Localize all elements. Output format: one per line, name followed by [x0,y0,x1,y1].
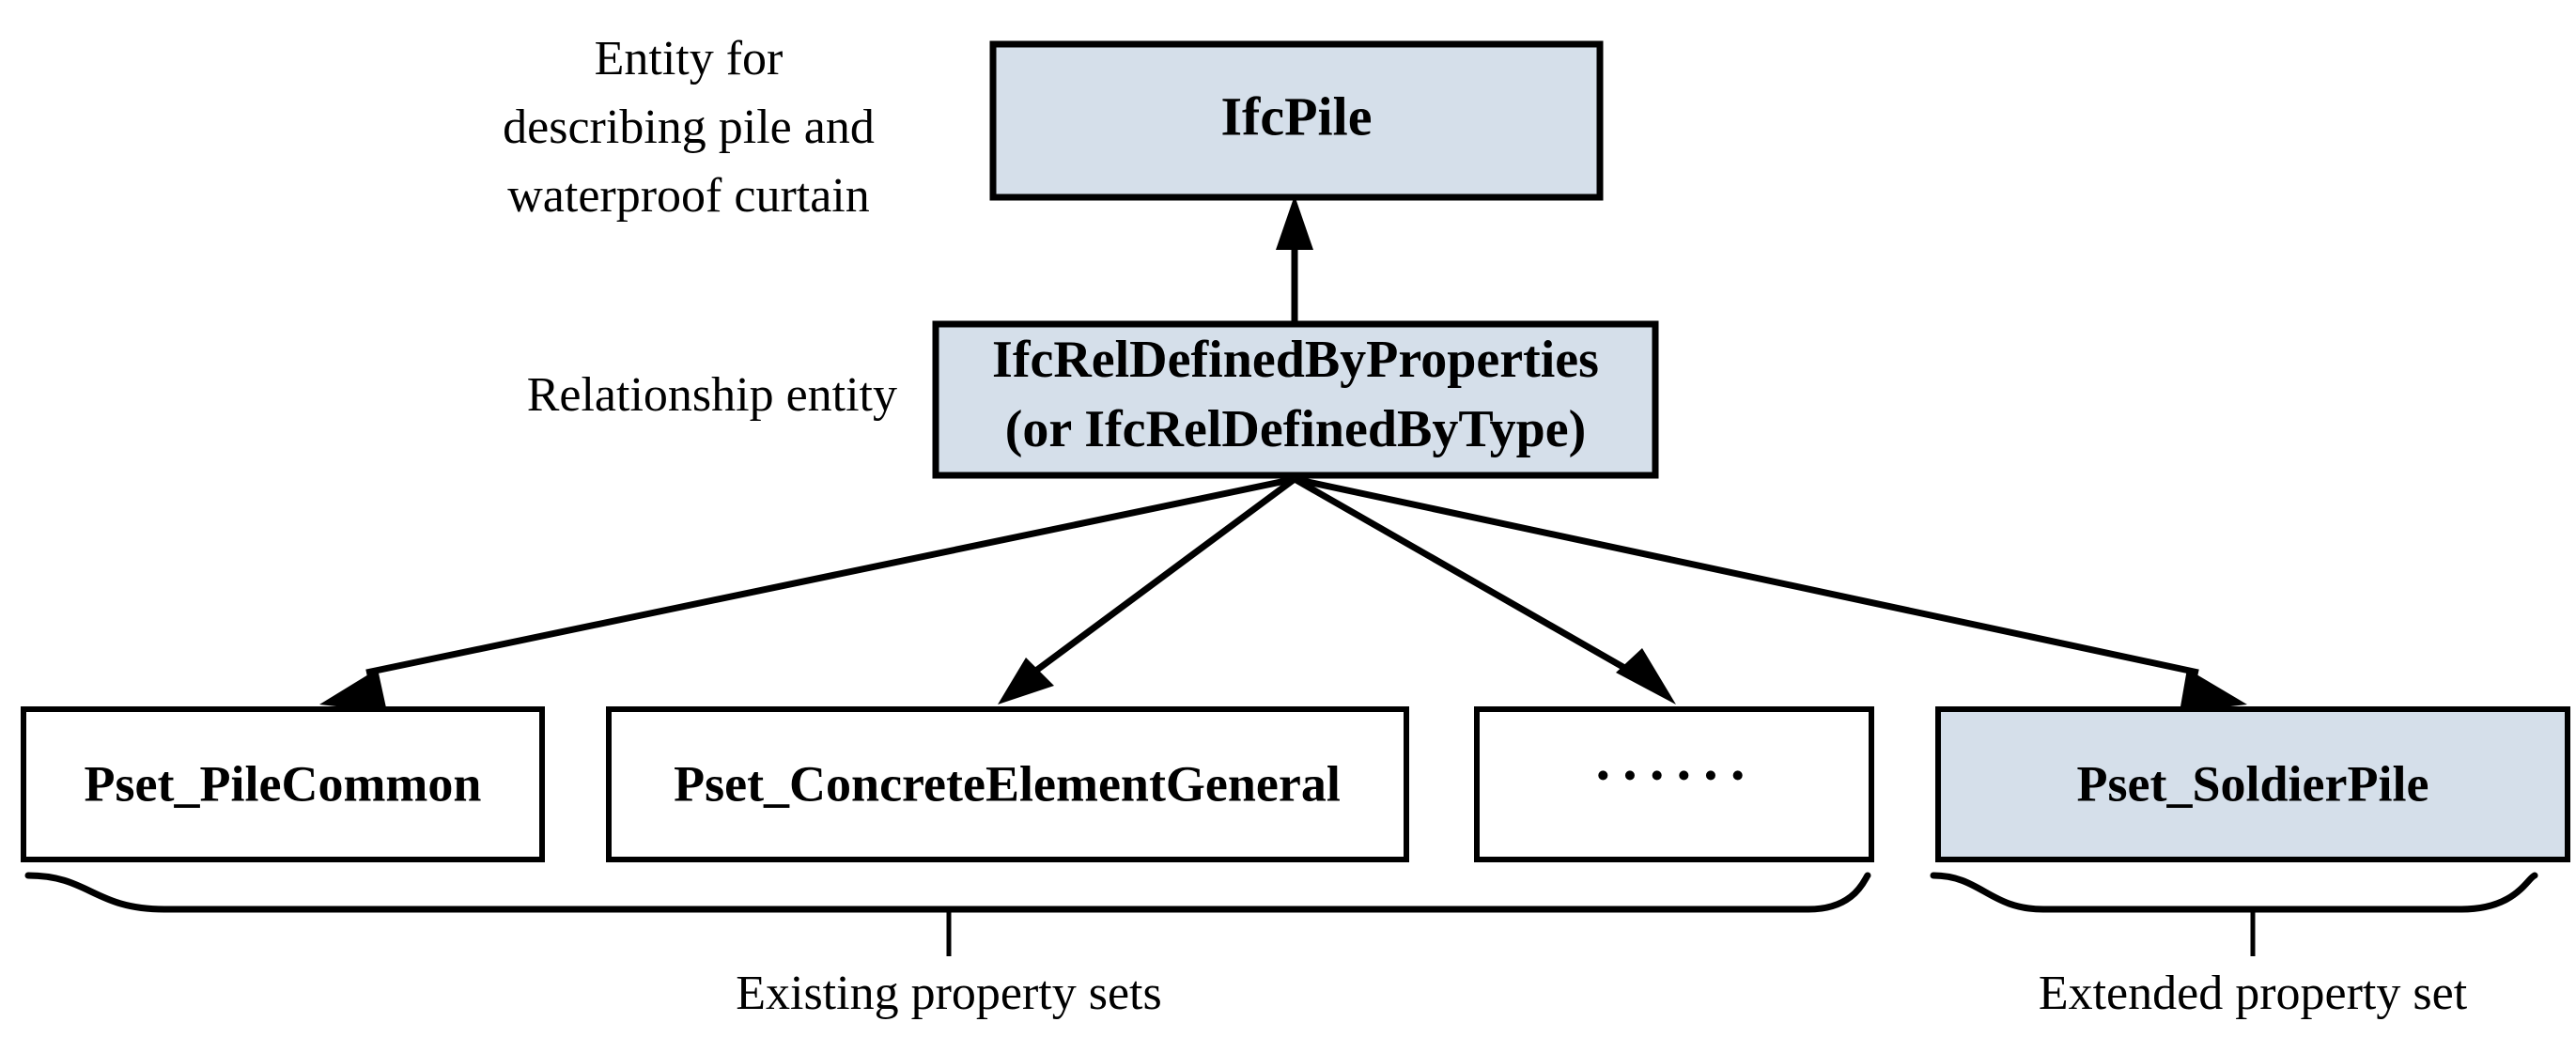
brace-existing-property-sets: Existing property sets [24,872,1871,1020]
node-pset-pile-common-label: Pset_PileCommon [85,755,482,812]
arrow-rel-to-pset-soldier-pile-shaft [1294,475,2199,676]
node-pset-soldier-pile: Pset_SoldierPile [1935,706,2570,862]
arrow-rel-to-pset-pile-common [319,475,1296,712]
node-pset-concrete-element-general: Pset_ConcreteElementGeneral [606,706,1409,862]
arrow-rel-to-pset-pile-common-head [319,669,387,712]
node-ifc-rel-defined-by-properties-label-line-1: IfcRelDefinedByProperties [992,331,1599,389]
arrow-rel-to-pset-concrete-element-general-shaft [1031,476,1297,675]
node-pset-soldier-pile-label: Pset_SoldierPile [2077,755,2429,812]
annotation-entity-note-line-1: Entity for [595,32,784,85]
node-pset-ellipsis-box [1474,706,1874,862]
node-pset-pile-common-box [21,706,545,862]
node-ifc-pile-box [989,40,1604,201]
arrow-rel-to-pset-soldier-pile [1294,475,2247,712]
node-pset-pile-common: Pset_PileCommon [21,706,545,862]
node-ifc-pile: IfcPile [989,40,1604,201]
node-pset-ellipsis: ······ [1474,706,1874,862]
annotation-relationship-note: Relationship entity [527,368,897,422]
annotation-entity-note-line-2: describing pile and [503,101,875,154]
brace-extended-property-set-curve [1930,872,2538,913]
arrow-rel-to-pset-ellipsis-shaft [1293,475,1635,676]
annotation-entity-note: Entity for describing pile and waterproo… [503,32,875,223]
brace-existing-property-sets-curve [24,872,1871,913]
arrow-rel-to-pset-soldier-pile-head [2180,669,2247,712]
node-pset-ellipsis-label: ······ [1593,744,1755,808]
annotation-entity-note-line-3: waterproof curtain [507,169,869,223]
brace-extended-property-set: Extended property set [1930,872,2538,1020]
node-ifc-rel-defined-by-properties-label-line-2: (or IfcRelDefinedByType) [1005,400,1587,458]
node-ifc-rel-defined-by-properties-box [932,320,1659,479]
annotation-relationship-note-line-1: Relationship entity [527,368,897,422]
arrow-rel-to-ifcpile [1276,195,1313,321]
node-pset-concrete-element-general-box [606,706,1409,862]
arrow-rel-to-ifcpile-head [1276,195,1313,250]
node-pset-soldier-pile-box [1935,706,2570,862]
arrow-rel-to-pset-ellipsis [1293,475,1676,705]
brace-extended-property-set-caption: Extended property set [2039,967,2468,1020]
arrow-rel-to-pset-concrete-element-general [998,476,1297,705]
brace-existing-property-sets-caption: Existing property sets [736,967,1162,1020]
arrow-rel-to-pset-concrete-element-general-head [998,658,1054,705]
arrow-rel-to-pset-pile-common-shaft [365,475,1296,676]
arrow-rel-to-pset-ellipsis-head [1616,648,1676,705]
node-pset-concrete-element-general-label: Pset_ConcreteElementGeneral [674,755,1341,812]
node-ifc-pile-label: IfcPile [1220,85,1372,147]
node-ifc-rel-defined-by-properties: IfcRelDefinedByProperties (or IfcRelDefi… [932,320,1659,479]
